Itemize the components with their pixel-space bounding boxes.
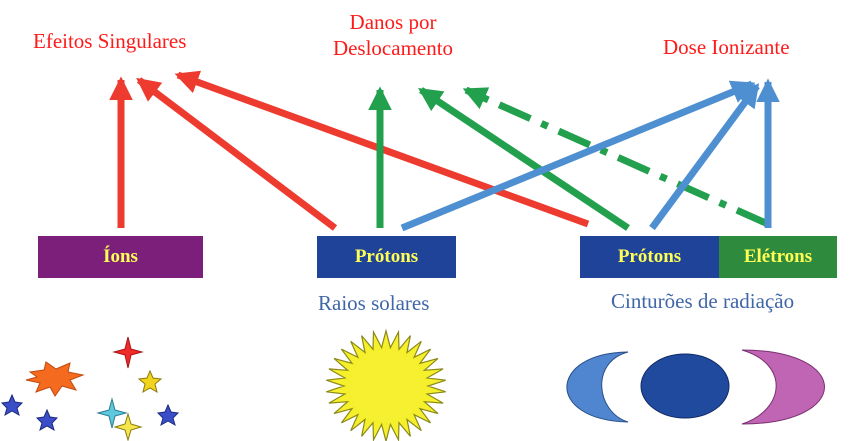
source-solar-protons-box: Prótons xyxy=(317,236,456,278)
stars-icon xyxy=(0,336,180,441)
source-belt-electrons-label: Elétrons xyxy=(743,246,813,267)
arrow-belt-protons-to-displacement xyxy=(418,87,630,231)
arrow-solar-protons-to-ionizing-dose xyxy=(400,80,756,232)
radiation-belts-icon xyxy=(566,349,825,425)
arrow-belt-protons-to-ionizing-dose xyxy=(649,83,760,231)
effect-displacement-line-1: Danos por xyxy=(349,10,437,34)
source-ions-label: Íons xyxy=(103,246,138,267)
radiation-belts-caption: Cinturões de radiação xyxy=(611,289,795,313)
arrow-solar-protons-to-single-events xyxy=(136,77,338,231)
arrow-electrons-to-displacement xyxy=(462,86,770,228)
solar-rays-caption: Raios solares xyxy=(318,291,430,315)
effect-displacement-label: Danos por Deslocamento xyxy=(318,9,468,61)
effect-displacement-line-2: Deslocamento xyxy=(332,36,454,60)
source-belt-protons-box: Prótons xyxy=(580,236,719,278)
source-belt-protons-label: Prótons xyxy=(617,246,682,267)
source-ions-box: Íons xyxy=(38,236,203,278)
sun-icon xyxy=(326,328,446,441)
source-solar-protons-label: Prótons xyxy=(354,246,419,267)
effect-ionizing-dose-label: Dose Ionizante xyxy=(663,35,790,59)
effect-single-events-label: Efeitos Singulares xyxy=(33,29,187,53)
source-belt-electrons-box: Elétrons xyxy=(719,236,837,278)
